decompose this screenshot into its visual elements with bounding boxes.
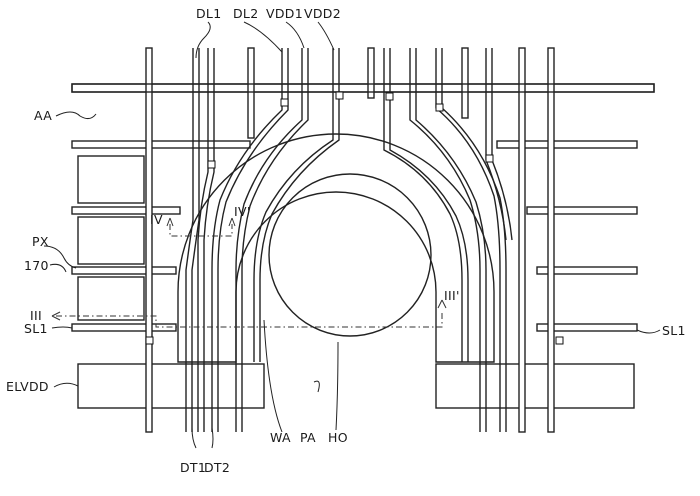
via-8 xyxy=(555,336,564,345)
label-dt1: DT1 xyxy=(180,460,206,475)
arrow-iii-left xyxy=(51,311,61,321)
leader-dt2 xyxy=(211,427,214,449)
leader-elvdd xyxy=(53,382,79,388)
label-wa: WA xyxy=(270,430,291,445)
dl1-path-outer xyxy=(185,48,194,432)
elvdd-lines xyxy=(77,363,635,409)
via-6 xyxy=(485,154,494,163)
label-pa: PA xyxy=(300,430,316,445)
via-3 xyxy=(385,92,394,101)
scan-line-right-3 xyxy=(536,266,638,275)
hole-ho xyxy=(268,173,432,337)
label-170: 170 xyxy=(24,258,49,273)
right-detour-2-inner xyxy=(415,48,487,432)
leader-dl1 xyxy=(195,21,211,59)
pixels xyxy=(77,155,145,321)
leader-ho xyxy=(335,341,339,431)
pixel-2 xyxy=(77,216,145,265)
straight-data-lines xyxy=(145,47,555,433)
label-vdd2: VDD2 xyxy=(304,6,341,21)
label-iv-left: IV xyxy=(150,212,163,227)
elvdd-right xyxy=(435,363,635,409)
elvdd-left xyxy=(77,363,265,409)
peripheral-area-outline xyxy=(177,133,495,363)
scan-line-left-3 xyxy=(71,266,177,275)
dt1-path-inner xyxy=(203,48,215,432)
label-vdd1: VDD1 xyxy=(266,6,303,21)
dt1-path-outer xyxy=(197,48,209,432)
via-7 xyxy=(145,336,154,345)
scan-line-top-overlay xyxy=(71,83,655,93)
data-line-left-b xyxy=(247,47,255,139)
scan-line-top-1 xyxy=(71,83,655,93)
leader-wa xyxy=(263,319,283,433)
vdd2-path-outer xyxy=(253,48,334,362)
section-iv xyxy=(169,224,233,237)
pixel-3 xyxy=(77,276,145,321)
leader-lines xyxy=(43,21,661,449)
leader-sl1-left xyxy=(51,326,73,329)
label-iii-left: III xyxy=(30,308,42,323)
right-detour-1-outer xyxy=(383,48,463,362)
leader-px xyxy=(43,245,77,269)
data-line-left-a xyxy=(145,47,153,433)
via-1 xyxy=(280,98,289,107)
right-scan-lines xyxy=(496,140,638,332)
label-ho: HO xyxy=(328,430,348,445)
detour-lines-left xyxy=(185,48,340,432)
arrow-iii-right xyxy=(437,299,447,309)
leader-dl2 xyxy=(243,21,283,53)
data-line-mid-a xyxy=(367,47,375,99)
arrow-iv-right xyxy=(228,217,236,227)
leader-vdd1 xyxy=(285,21,305,49)
leader-170 xyxy=(49,263,67,273)
scan-line-right-1 xyxy=(496,140,638,149)
dl2-path-inner xyxy=(217,48,289,432)
via-4 xyxy=(435,103,444,112)
label-iv-right: IV' xyxy=(234,204,251,219)
scan-line-left-2 xyxy=(71,206,181,215)
vdd1-path-outer xyxy=(235,48,303,432)
right-detour-2-outer xyxy=(409,48,481,432)
contact-vias xyxy=(145,91,564,345)
right-detour-1-inner xyxy=(389,48,469,362)
label-iii-right: III' xyxy=(444,288,460,303)
label-elvdd: ELVDD xyxy=(6,379,49,394)
right-detour-3-inner xyxy=(441,48,507,432)
label-dl1: DL1 xyxy=(196,6,221,21)
scan-line-left-1 xyxy=(71,140,251,149)
top-scan-lines xyxy=(71,83,655,93)
data-line-right-b xyxy=(547,47,555,433)
section-lines xyxy=(51,217,447,328)
right-detour-3-outer xyxy=(435,48,501,432)
leader-dt1 xyxy=(191,427,197,449)
arrow-iv-left xyxy=(166,217,174,227)
label-sl1-right: SL1 xyxy=(662,323,686,338)
label-dt2: DT2 xyxy=(204,460,230,475)
scan-line-right-2 xyxy=(526,206,638,215)
scan-line-sl1-right xyxy=(536,323,638,332)
data-line-right-a xyxy=(518,47,526,433)
leader-aa xyxy=(55,111,97,120)
leader-sl1-right xyxy=(636,329,661,334)
label-aa: AA xyxy=(34,108,52,123)
label-sl1-left: SL1 xyxy=(24,321,48,336)
data-line-right-c xyxy=(461,47,469,119)
via-5 xyxy=(207,160,216,169)
labels: DL1 DL2 VDD1 VDD2 AA PX 170 III SL1 ELVD… xyxy=(6,6,686,475)
label-dl2: DL2 xyxy=(233,6,258,21)
via-2 xyxy=(335,91,344,100)
dl2-path-outer xyxy=(211,48,283,432)
leader-vdd2 xyxy=(317,21,335,51)
leader-pa xyxy=(313,380,320,393)
vdd1-path-inner xyxy=(241,48,309,432)
label-px: PX xyxy=(32,234,49,249)
section-iii xyxy=(56,310,443,328)
scan-line-sl1-left xyxy=(71,323,177,332)
vdd2-path-inner xyxy=(259,48,340,362)
pixel-1 xyxy=(77,155,145,204)
